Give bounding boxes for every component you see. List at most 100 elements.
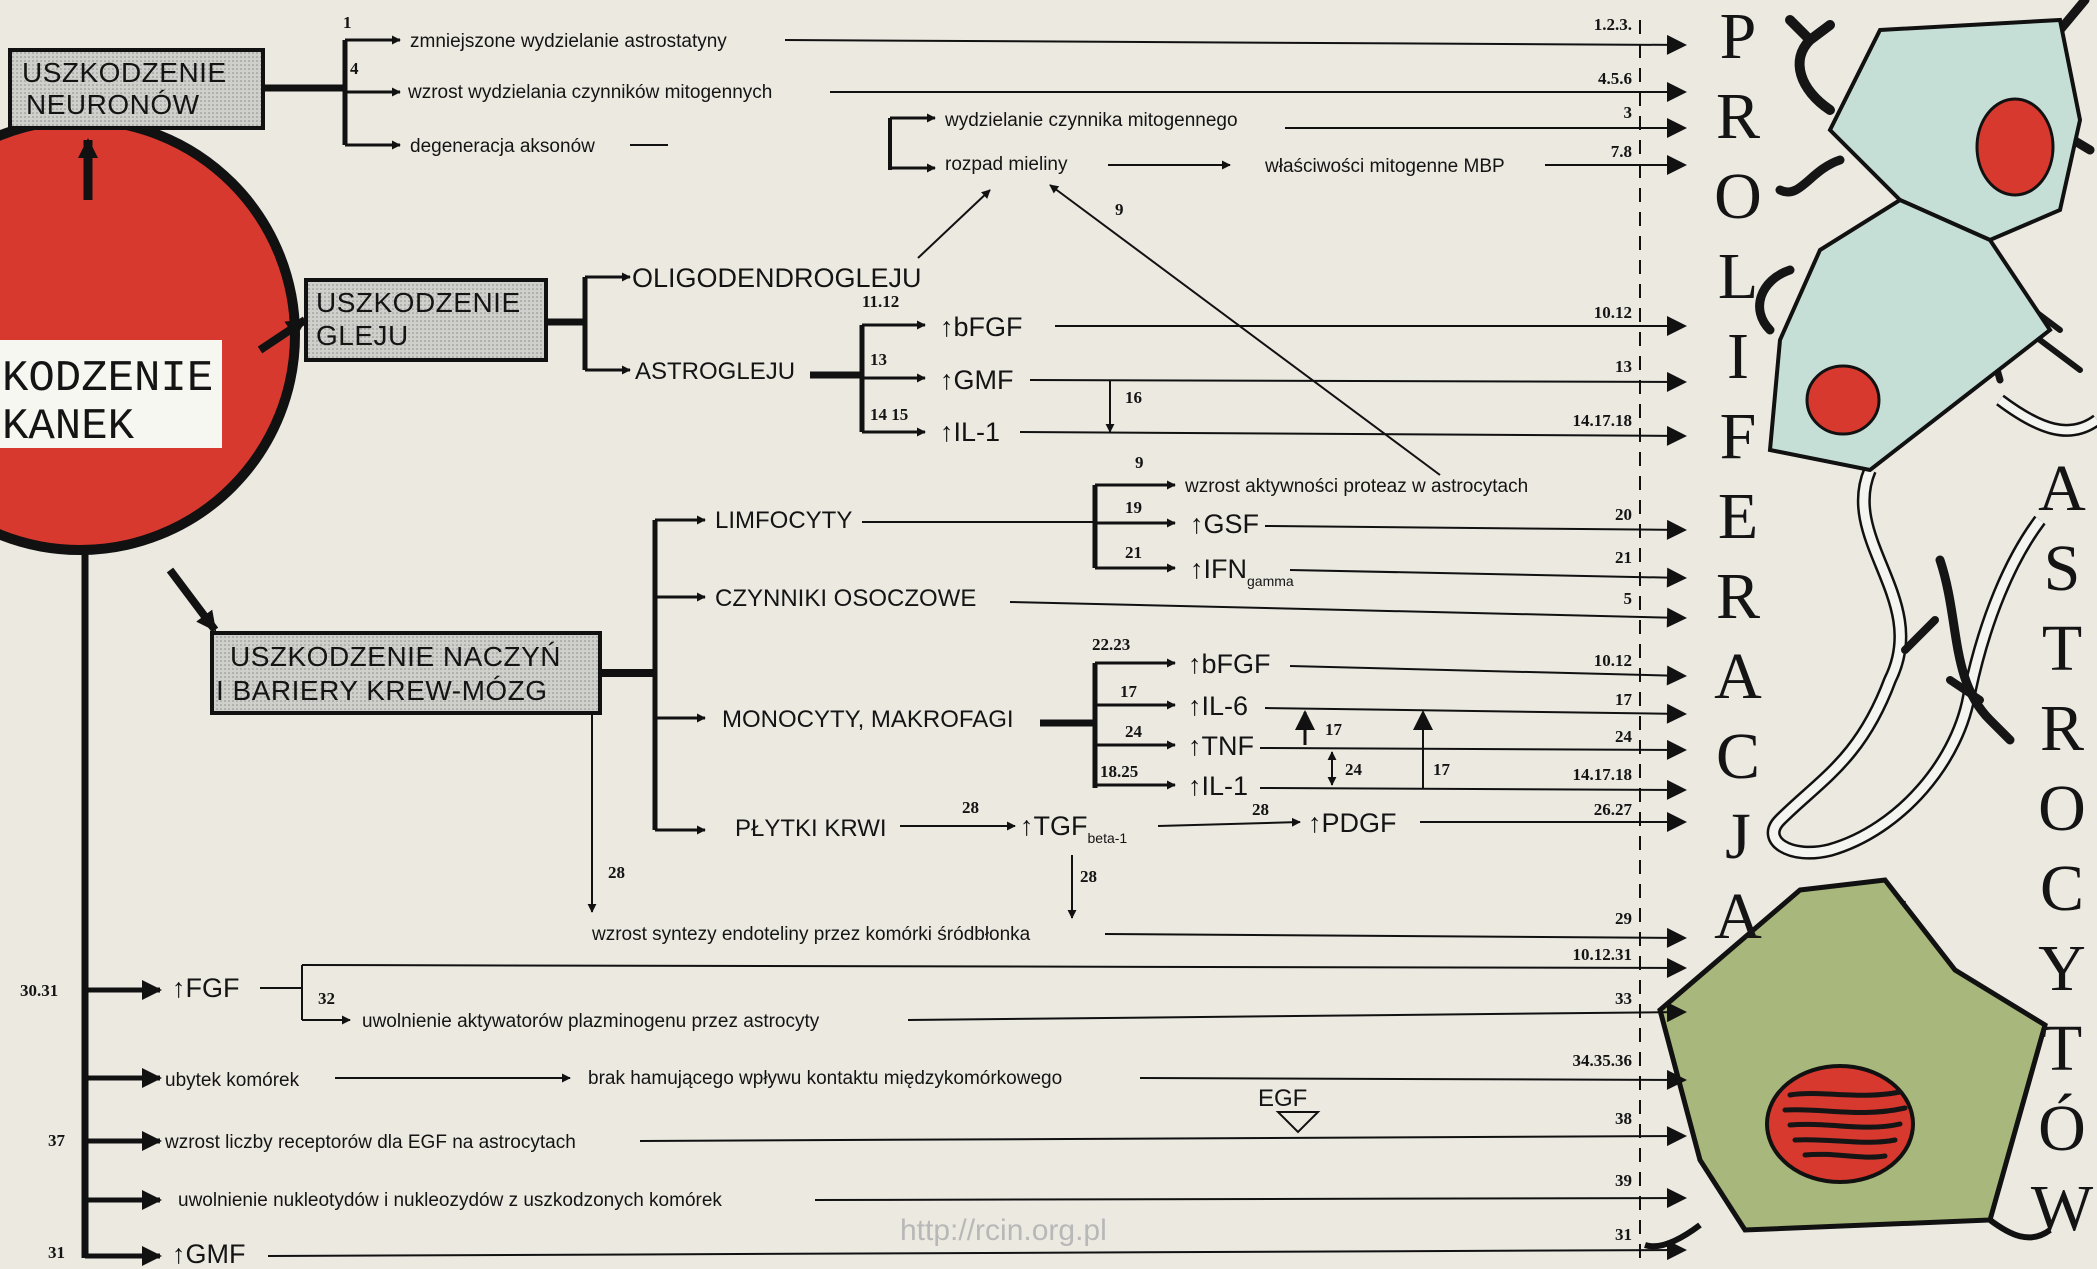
title-astrocytow-letter: S bbox=[2044, 532, 2081, 605]
egf-arrow bbox=[1278, 1112, 1318, 1132]
end-ref-39: 39 bbox=[1615, 1171, 1632, 1190]
blue-cell-middle bbox=[1770, 200, 2050, 470]
end-ref-3: 3 bbox=[1624, 103, 1633, 122]
text-pdgf: ↑PDGF bbox=[1308, 808, 1397, 838]
end-ref-5: 5 bbox=[1624, 589, 1633, 608]
text-proteazy: wzrost aktywności proteaz w astrocytach bbox=[1184, 476, 1528, 497]
end-ref-17: 17 bbox=[1615, 690, 1633, 709]
ref-17b: 17 bbox=[1325, 720, 1343, 739]
text-plazminogen: uwolnienie aktywatorów plazminogenu prze… bbox=[362, 1011, 820, 1032]
text-il6: ↑IL-6 bbox=[1188, 691, 1248, 721]
text-czynniki-mitogenne: wzrost wydzielania czynników mitogennych bbox=[407, 82, 772, 103]
end-ref-29: 29 bbox=[1615, 909, 1632, 928]
ref-19: 19 bbox=[1125, 498, 1142, 517]
text-gmf-1: ↑GMF bbox=[940, 365, 1014, 395]
text-gsf: ↑GSF bbox=[1190, 509, 1259, 539]
title-astrocytow-letter: Ó bbox=[2038, 1092, 2086, 1165]
ref-17a: 17 bbox=[1120, 682, 1138, 701]
title-proliferacja-letter: R bbox=[1716, 80, 1760, 153]
cell-process bbox=[1774, 470, 2040, 853]
tissue-damage-label-1: KODZENIE bbox=[2, 354, 213, 404]
ref-37: 37 bbox=[48, 1131, 66, 1150]
end-references: 1.2.3. 4.5.6 3 7.8 10.12 13 14.17.18 20 … bbox=[1573, 15, 1633, 1244]
text-kontakt: brak hamującego wpływu kontaktu międzyko… bbox=[588, 1068, 1062, 1089]
box-naczynia-line1: USZKODZENIE NACZYŃ bbox=[230, 641, 561, 672]
ref-24a: 24 bbox=[1125, 722, 1143, 741]
box-naczynia: USZKODZENIE NACZYŃ I BARIERY KREW-MÓZG bbox=[212, 633, 600, 713]
text-ifn: ↑IFNgamma bbox=[1190, 554, 1294, 589]
ref-28d: 28 bbox=[608, 863, 625, 882]
ref-24b: 24 bbox=[1345, 760, 1363, 779]
ref-18-25: 18.25 bbox=[1100, 762, 1138, 781]
title-astrocytow-letter: T bbox=[2042, 612, 2082, 685]
text-plytki: PŁYTKI KRWI bbox=[735, 815, 887, 842]
title-astrocytow-letter: W bbox=[2031, 1172, 2094, 1245]
ref-9a: 9 bbox=[1115, 200, 1124, 219]
end-ref-1-2-3: 1.2.3. bbox=[1594, 15, 1632, 34]
title-proliferacja-letter: O bbox=[1714, 160, 1762, 233]
end-ref-7-8: 7.8 bbox=[1611, 142, 1632, 161]
end-ref-10-12-31: 10.12.31 bbox=[1573, 945, 1633, 964]
text-rozpad-mieliny: rozpad mieliny bbox=[945, 154, 1068, 175]
tissue-damage-label-2: KANEK bbox=[2, 402, 135, 452]
text-endotelina: wzrost syntezy endoteliny przez komórki … bbox=[591, 924, 1031, 945]
end-ref-4-5-6: 4.5.6 bbox=[1598, 69, 1632, 88]
title-proliferacja-letter: P bbox=[1720, 0, 1757, 73]
end-ref-10-12-b: 10.12 bbox=[1594, 651, 1632, 670]
end-ref-14-17-18-b: 14.17.18 bbox=[1573, 765, 1633, 784]
title-astrocytow-letter: R bbox=[2040, 692, 2084, 765]
end-ref-24: 24 bbox=[1615, 727, 1633, 746]
title-proliferacja-letter: R bbox=[1716, 560, 1760, 633]
title-astrocytow-letter: C bbox=[2040, 852, 2084, 925]
text-limfocyty: LIMFOCYTY bbox=[715, 507, 852, 534]
text-mbp: właściwości mitogenne MBP bbox=[1264, 156, 1505, 177]
text-oligodendroglej: OLIGODENDROGLEJU bbox=[632, 263, 922, 293]
text-nukleotydy: uwolnienie nukleotydów i nukleozydów z u… bbox=[178, 1190, 722, 1211]
title-astrocytow-letter: T bbox=[2042, 1012, 2082, 1085]
title-proliferacja-letter: F bbox=[1720, 400, 1757, 473]
end-ref-20: 20 bbox=[1615, 505, 1632, 524]
box-glej: USZKODZENIE GLEJU bbox=[306, 280, 546, 360]
glia-branch bbox=[546, 185, 1685, 475]
ref-4: 4 bbox=[350, 59, 359, 78]
text-gmf-2: ↑GMF bbox=[172, 1239, 246, 1269]
text-czynniki-osoczowe: CZYNNIKI OSOCZOWE bbox=[715, 585, 976, 612]
text-egf: EGF bbox=[1258, 1085, 1307, 1112]
ref-22-23: 22.23 bbox=[1092, 635, 1130, 654]
end-ref-13: 13 bbox=[1615, 357, 1632, 376]
box-glej-line2: GLEJU bbox=[316, 320, 409, 351]
ref-14-15: 14 15 bbox=[870, 405, 908, 424]
ref-28b: 28 bbox=[1252, 800, 1269, 819]
text-fgf: ↑FGF bbox=[172, 973, 240, 1003]
text-monocyty: MONOCYTY, MAKROFAGI bbox=[722, 706, 1014, 733]
ref-16: 16 bbox=[1125, 388, 1142, 407]
text-czynnik-mitogenny: wydzielanie czynnika mitogennego bbox=[944, 110, 1238, 131]
lower-branches bbox=[85, 965, 1685, 1256]
end-ref-10-12-a: 10.12 bbox=[1594, 303, 1632, 322]
title-proliferacja-letter: I bbox=[1727, 320, 1749, 393]
ref-13: 13 bbox=[870, 350, 887, 369]
ref-21: 21 bbox=[1125, 543, 1142, 562]
tissue-damage-circle bbox=[0, 120, 295, 550]
title-proliferacja-letter: C bbox=[1716, 720, 1760, 793]
source-url[interactable]: http://rcin.org.pl bbox=[900, 1214, 1107, 1247]
ref-11-12: 11.12 bbox=[862, 292, 899, 311]
ref-1: 1 bbox=[343, 13, 352, 32]
ref-9b: 9 bbox=[1135, 453, 1144, 472]
ref-17c: 17 bbox=[1433, 760, 1451, 779]
text-bfgf-2: ↑bFGF bbox=[1188, 649, 1271, 679]
end-ref-34-35-36: 34.35.36 bbox=[1573, 1051, 1633, 1070]
end-ref-33: 33 bbox=[1615, 989, 1632, 1008]
ref-32: 32 bbox=[318, 989, 335, 1008]
title-proliferacja-letter: A bbox=[1714, 880, 1762, 953]
text-receptory: wzrost liczby receptorów dla EGF na astr… bbox=[164, 1132, 576, 1153]
ref-28a: 28 bbox=[962, 798, 979, 817]
box-glej-line1: USZKODZENIE bbox=[316, 287, 521, 318]
cell-process bbox=[1645, 1225, 1700, 1246]
box-neurony: USZKODZENIE NEURONÓW bbox=[10, 50, 263, 128]
title-proliferacja-letter: J bbox=[1725, 800, 1751, 873]
ref-31: 31 bbox=[48, 1243, 65, 1262]
ref-30-31: 30.31 bbox=[20, 981, 58, 1000]
title-astrocytow: A S T R O C Y T Ó W bbox=[2031, 452, 2094, 1245]
